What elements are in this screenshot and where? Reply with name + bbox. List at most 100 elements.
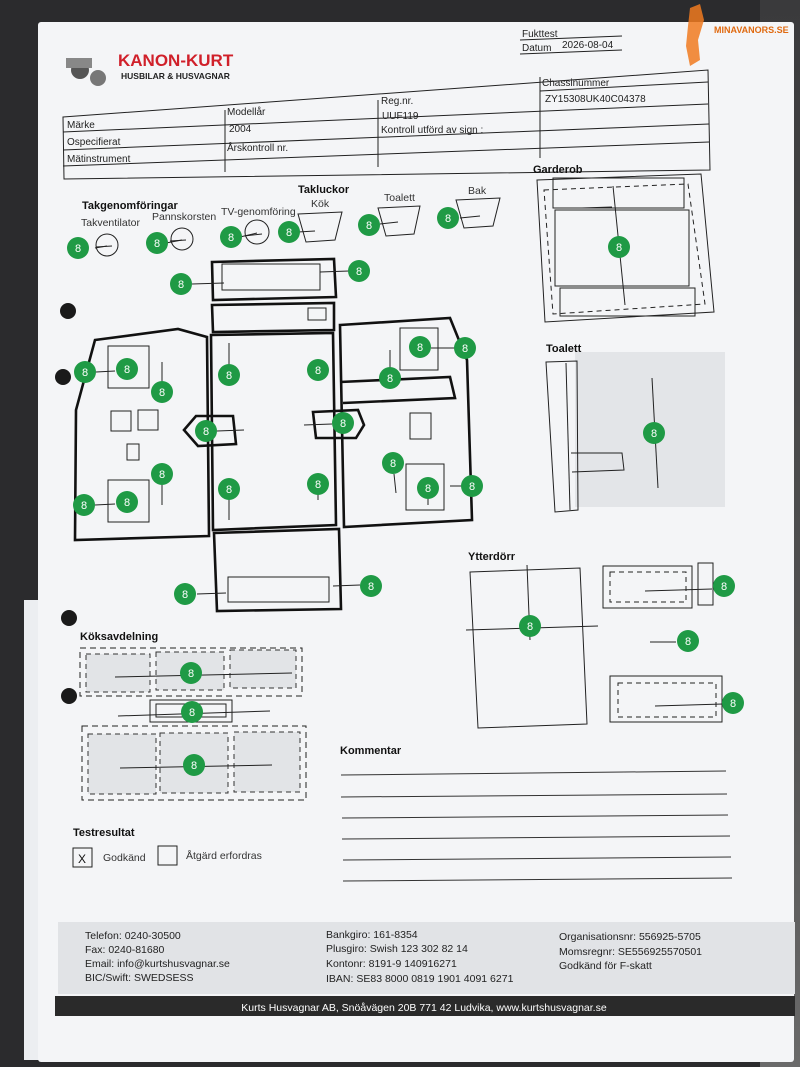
svg-text:8: 8 bbox=[366, 220, 372, 232]
reading-marker: 8 bbox=[348, 260, 370, 282]
reading-marker: 8 bbox=[409, 336, 431, 358]
footer-bar bbox=[55, 996, 795, 1016]
godkand-check-mark: X bbox=[78, 852, 86, 866]
svg-text:8: 8 bbox=[417, 342, 423, 354]
svg-text:8: 8 bbox=[178, 279, 184, 291]
svg-text:8: 8 bbox=[286, 227, 292, 239]
reading-marker: 8 bbox=[195, 420, 217, 442]
reading-marker: 8 bbox=[116, 358, 138, 380]
chassis-value: ZY15308UK40C04378 bbox=[545, 94, 646, 105]
svg-text:8: 8 bbox=[730, 698, 736, 710]
svg-text:8: 8 bbox=[154, 238, 160, 250]
document-page bbox=[38, 22, 794, 1062]
ospecifierat-text: Ospecifierat bbox=[67, 137, 121, 148]
date-value: 2026-08-04 bbox=[562, 40, 614, 51]
reading-marker: 8 bbox=[608, 236, 630, 258]
company-logo: KANON-KURT HUSBILAR & HUSVAGNAR bbox=[66, 51, 234, 86]
kontroll-label: Kontroll utförd av sign : bbox=[381, 125, 483, 136]
svg-text:8: 8 bbox=[81, 500, 87, 512]
form-title: Fukttest bbox=[522, 29, 558, 40]
footer-box bbox=[58, 922, 795, 994]
date-label: Datum bbox=[522, 43, 551, 54]
svg-text:8: 8 bbox=[124, 497, 130, 509]
reading-marker: 8 bbox=[218, 478, 240, 500]
reading-marker: 8 bbox=[454, 337, 476, 359]
toalett-heading: Toalett bbox=[546, 343, 582, 355]
reading-marker: 8 bbox=[146, 232, 168, 254]
footer-fskatt: Godkänd för F-skatt bbox=[559, 960, 652, 972]
takgenom-heading: Takgenomföringar bbox=[82, 200, 178, 212]
matinstrument-label: Mätinstrument bbox=[67, 154, 131, 165]
ytterdorr-drawing bbox=[469, 562, 723, 729]
svg-text:8: 8 bbox=[228, 232, 234, 244]
reading-marker: 8 bbox=[307, 359, 329, 381]
svg-text:8: 8 bbox=[685, 636, 691, 648]
reading-marker: 8 bbox=[181, 701, 203, 723]
footer-bankgiro: Bankgiro: 161-8354 bbox=[326, 929, 418, 941]
svg-text:8: 8 bbox=[387, 373, 393, 385]
takventilator-symbol bbox=[95, 233, 119, 257]
svg-text:8: 8 bbox=[159, 469, 165, 481]
svg-text:8: 8 bbox=[189, 707, 195, 719]
pannskorsten-symbol bbox=[170, 227, 194, 251]
bak-lucka-symbol bbox=[455, 197, 501, 229]
regnr-label: Reg.nr. bbox=[381, 96, 413, 107]
regnr-value: UUF119 bbox=[382, 111, 419, 122]
reading-marker: 8 bbox=[643, 422, 665, 444]
binder-hole bbox=[61, 610, 77, 626]
sweden-map-icon bbox=[686, 4, 704, 66]
binder-hole bbox=[60, 303, 76, 319]
svg-text:8: 8 bbox=[721, 581, 727, 593]
svg-text:8: 8 bbox=[425, 483, 431, 495]
reading-marker: 8 bbox=[417, 477, 439, 499]
comment-lines bbox=[340, 770, 733, 882]
svg-text:8: 8 bbox=[75, 243, 81, 255]
kok-lucka-symbol bbox=[297, 211, 343, 243]
svg-text:8: 8 bbox=[124, 364, 130, 376]
atgard-label: Åtgärd erfordras bbox=[186, 849, 262, 862]
godkand-checkbox[interactable] bbox=[72, 847, 93, 868]
footer-phone: Telefon: 0240-30500 bbox=[85, 930, 181, 942]
svg-text:8: 8 bbox=[203, 426, 209, 438]
footer-bic: BIC/Swift: SWEDSESS bbox=[85, 972, 194, 984]
reading-marker: 8 bbox=[67, 237, 89, 259]
pannskorsten-label: Pannskorsten bbox=[152, 211, 216, 223]
svg-text:8: 8 bbox=[616, 242, 622, 254]
svg-text:8: 8 bbox=[82, 367, 88, 379]
reading-marker: 8 bbox=[74, 361, 96, 383]
svg-text:8: 8 bbox=[315, 479, 321, 491]
kommentar-heading: Kommentar bbox=[340, 745, 402, 757]
svg-text:8: 8 bbox=[182, 589, 188, 601]
koksavdelning-heading: Köksavdelning bbox=[80, 631, 158, 643]
svg-text:8: 8 bbox=[159, 387, 165, 399]
reading-marker: 8 bbox=[170, 273, 192, 295]
logo-text: KANON-KURT bbox=[118, 51, 234, 70]
testresultat-heading: Testresultat bbox=[73, 827, 135, 839]
tv-symbol bbox=[244, 219, 270, 245]
chassis-label: Chassinummer bbox=[542, 78, 610, 89]
reading-marker: 8 bbox=[180, 662, 202, 684]
watermark-text: MINAVANORS.SE bbox=[714, 25, 789, 35]
toalett-lucka-symbol bbox=[377, 205, 421, 237]
atgard-checkbox[interactable] bbox=[157, 845, 178, 866]
garderob-heading: Garderob bbox=[533, 164, 583, 176]
footer-kontonr: Kontonr: 8191-9 140916271 bbox=[326, 958, 457, 970]
footer-email: Email: info@kurtshusvagnar.se bbox=[85, 958, 230, 970]
reading-marker: 8 bbox=[183, 754, 205, 776]
info-table bbox=[62, 69, 711, 180]
bak-lucka-label: Bak bbox=[468, 185, 487, 197]
svg-text:8: 8 bbox=[356, 266, 362, 278]
svg-text:8: 8 bbox=[188, 668, 194, 680]
ytterdorr-heading: Ytterdörr bbox=[468, 551, 516, 563]
kok-lucka-label: Kök bbox=[311, 198, 330, 210]
reading-marker: 8 bbox=[116, 491, 138, 513]
svg-text:8: 8 bbox=[368, 581, 374, 593]
modellar-value: 2004 bbox=[229, 124, 252, 135]
svg-text:8: 8 bbox=[226, 370, 232, 382]
svg-text:8: 8 bbox=[226, 484, 232, 496]
svg-text:8: 8 bbox=[527, 621, 533, 633]
svg-text:8: 8 bbox=[462, 343, 468, 355]
floor-plan bbox=[73, 257, 474, 613]
